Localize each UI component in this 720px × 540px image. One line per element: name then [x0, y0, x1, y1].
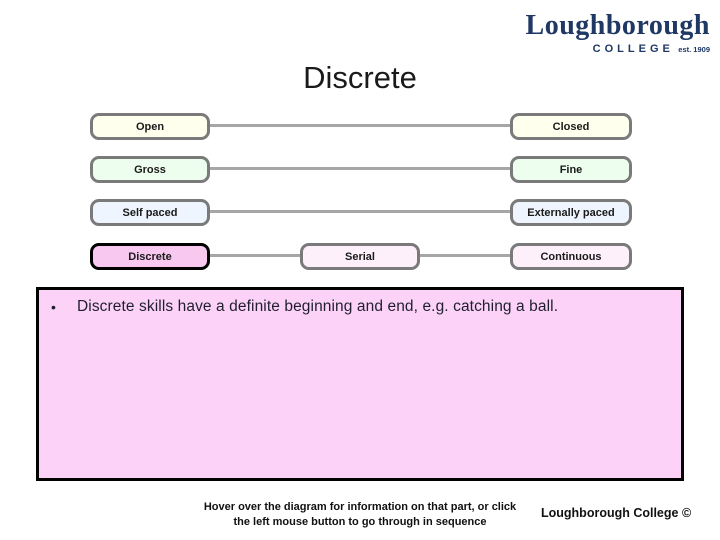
- info-text: Discrete skills have a definite beginnin…: [77, 298, 559, 315]
- box-continuous[interactable]: Continuous: [510, 243, 632, 270]
- connector-line-gross-fine: [150, 167, 570, 170]
- logo-est-text: est. 1909: [678, 45, 710, 54]
- continua-diagram: Open Closed Gross Fine Self paced Extern…: [90, 113, 632, 270]
- footer-instructions: Hover over the diagram for information o…: [0, 500, 720, 530]
- box-self-paced[interactable]: Self paced: [90, 199, 210, 226]
- bullet-marker: •: [51, 299, 56, 315]
- connector-line-paced: [150, 210, 570, 213]
- box-externally-paced[interactable]: Externally paced: [510, 199, 632, 226]
- connector-line-open-closed: [150, 124, 570, 127]
- college-logo: Loughborough COLLEGE est. 1909: [526, 12, 710, 57]
- logo-college-text: COLLEGE: [592, 43, 674, 55]
- logo-wordmark: Loughborough: [525, 10, 710, 41]
- logo-subline: COLLEGE est. 1909: [526, 39, 710, 57]
- copyright-credit: Loughborough College ©: [541, 506, 692, 520]
- page-title: Discrete: [303, 60, 417, 95]
- box-gross[interactable]: Gross: [90, 156, 210, 183]
- box-open[interactable]: Open: [90, 113, 210, 140]
- info-box: • Discrete skills have a definite beginn…: [36, 287, 684, 481]
- instruction-line-1: Hover over the diagram for information o…: [203, 501, 517, 513]
- box-discrete-selected[interactable]: Discrete: [90, 243, 210, 270]
- box-closed[interactable]: Closed: [510, 113, 632, 140]
- instruction-line-2: the left mouse button to go through in s…: [233, 516, 487, 528]
- box-fine[interactable]: Fine: [510, 156, 632, 183]
- box-serial[interactable]: Serial: [300, 243, 420, 270]
